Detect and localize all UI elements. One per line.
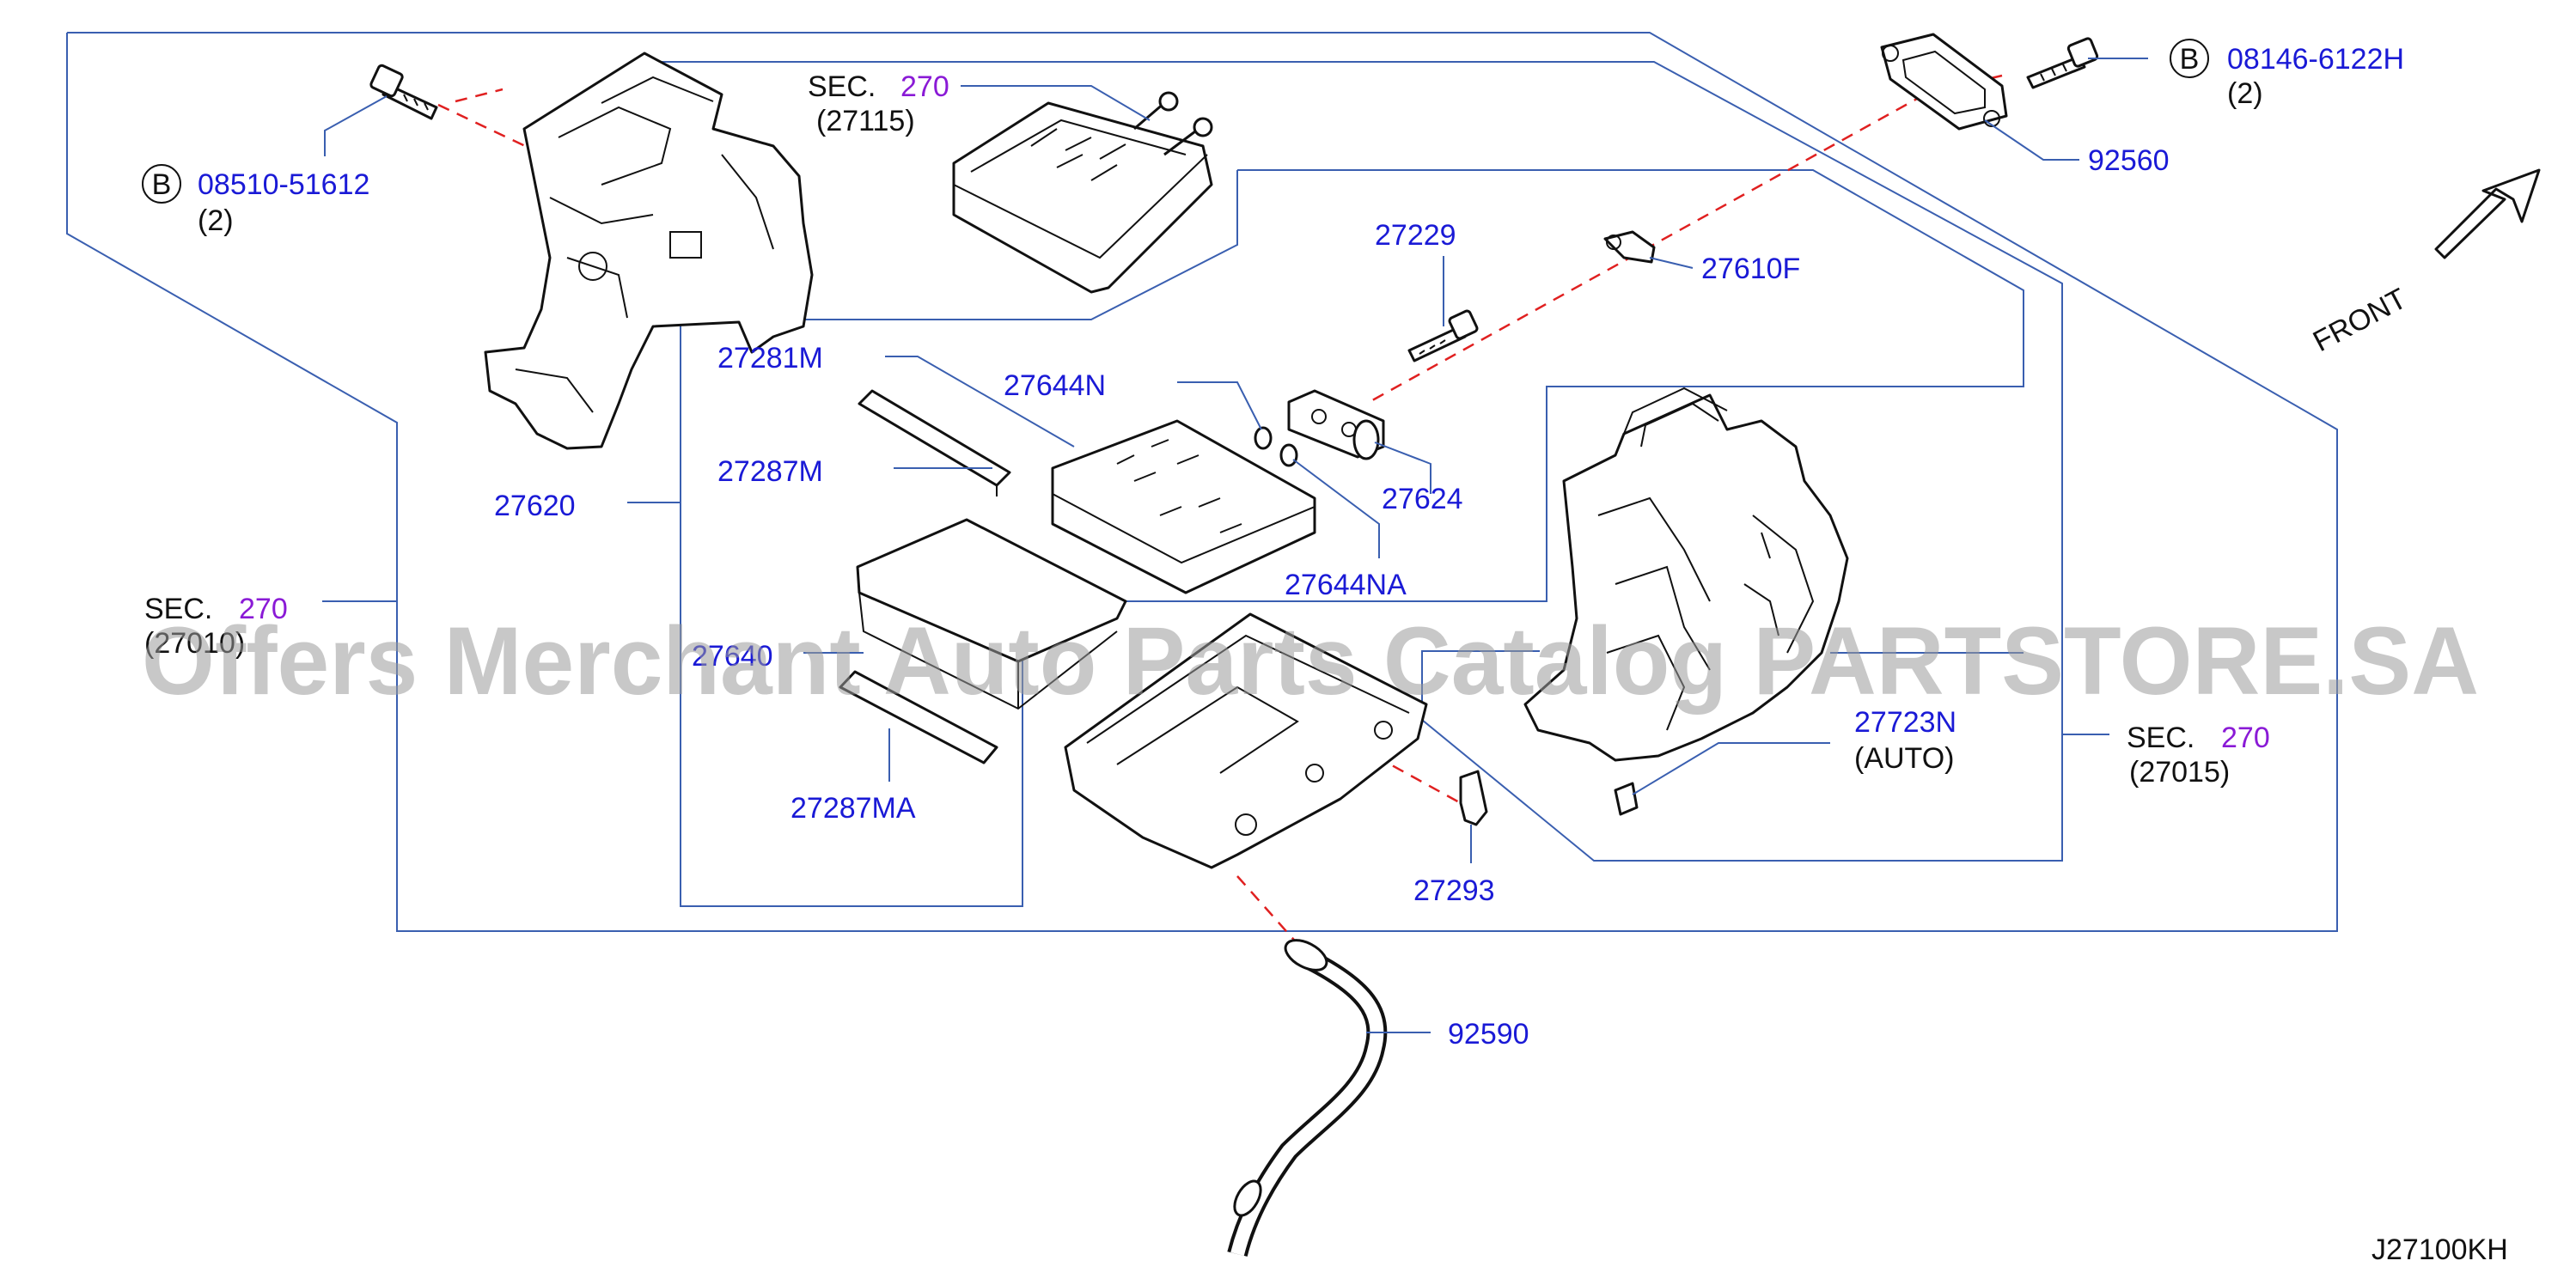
filter-housing-part — [856, 518, 1127, 710]
label-92560: 92560 — [2088, 144, 2170, 177]
lead-27723n — [1632, 742, 1830, 795]
outer-frame — [66, 32, 2338, 932]
label-27610f: 27610F — [1701, 253, 1800, 285]
label-sec-right-num: 270 — [2221, 722, 2270, 754]
label-27620: 27620 — [494, 490, 576, 522]
label-27287m: 27287M — [717, 455, 823, 488]
label-sec-right-sub: (27015) — [2129, 756, 2230, 789]
label-sec-left: SEC. — [144, 593, 212, 625]
label-27640: 27640 — [692, 640, 773, 673]
label-27644n: 27644N — [1004, 369, 1106, 402]
label-27281m: 27281M — [717, 342, 823, 375]
label-sec-top-sub: (27115) — [816, 105, 915, 137]
bolt-left-part — [369, 64, 438, 120]
clip-27610f — [1603, 230, 1656, 264]
expansion-valve-part — [1287, 389, 1385, 460]
watermark: Offers Merchant Auto Parts Catalog PARTS… — [142, 607, 2479, 715]
label-27723n: 27723N — [1854, 706, 1956, 739]
label-bolt-left-qty: (2) — [198, 204, 234, 237]
lead-bolt-left — [324, 95, 388, 156]
dash-27293 — [1374, 754, 1462, 805]
evaporator-core-part — [1051, 419, 1316, 594]
label-27287ma: 27287MA — [791, 792, 916, 825]
badge-b-right-icon — [2170, 39, 2209, 78]
label-sec-left-num: 270 — [239, 593, 288, 625]
grommet-92560 — [1880, 33, 2008, 131]
lead-27281m — [885, 356, 1075, 448]
label-27293: 27293 — [1413, 874, 1495, 907]
bolt-27229 — [1407, 309, 1479, 362]
badge-b-left-icon — [142, 164, 181, 204]
label-sec-top-num: 270 — [900, 70, 949, 103]
lead-92560 — [1984, 119, 2079, 161]
label-sec-top: SEC. — [808, 70, 876, 103]
bolt-right-part — [2026, 37, 2099, 89]
oring-27644n — [1254, 426, 1273, 450]
label-sec-right: SEC. — [2127, 722, 2194, 754]
oring-27644na — [1279, 443, 1298, 467]
seal-strip-27287m — [858, 389, 1011, 496]
badge-b-right: B — [2180, 43, 2200, 76]
middle-frame — [662, 61, 2063, 862]
diagram-code: J27100KH — [2372, 1233, 2508, 1266]
front-arrow-icon — [2434, 168, 2541, 259]
lead-sec-top — [961, 85, 1151, 121]
label-bolt-left: 08510-51612 — [198, 168, 369, 201]
duct-housing-part — [484, 52, 814, 450]
lead-27644n — [1177, 381, 1262, 430]
lower-case-part — [1064, 612, 1428, 869]
dash-bolt-left-b — [455, 88, 504, 103]
label-27229: 27229 — [1375, 219, 1456, 252]
label-sec-left-sub: (27010) — [144, 627, 245, 660]
heater-unit-part — [1523, 387, 1849, 762]
label-bolt-right-qty: (2) — [2227, 77, 2263, 110]
lead-27624 — [1374, 442, 1431, 494]
label-front: FRONT — [2308, 283, 2412, 359]
clip-27293 — [1459, 770, 1488, 826]
label-bolt-right: 08146-6122H — [2227, 43, 2404, 76]
actuator-27723n — [1614, 782, 1639, 816]
dash-bolt-left — [437, 103, 540, 155]
label-92590: 92590 — [1448, 1018, 1529, 1051]
lead-27644na — [1292, 459, 1380, 558]
label-27723n-note: (AUTO) — [1854, 742, 1954, 775]
label-27644na: 27644NA — [1285, 569, 1407, 601]
label-27624: 27624 — [1382, 483, 1463, 515]
heater-core-part — [952, 91, 1213, 294]
drain-hose-92590 — [1227, 939, 1388, 1258]
lead-27610f — [1649, 257, 1694, 269]
badge-b-left: B — [152, 168, 172, 201]
seal-strip-27287ma — [839, 670, 998, 764]
